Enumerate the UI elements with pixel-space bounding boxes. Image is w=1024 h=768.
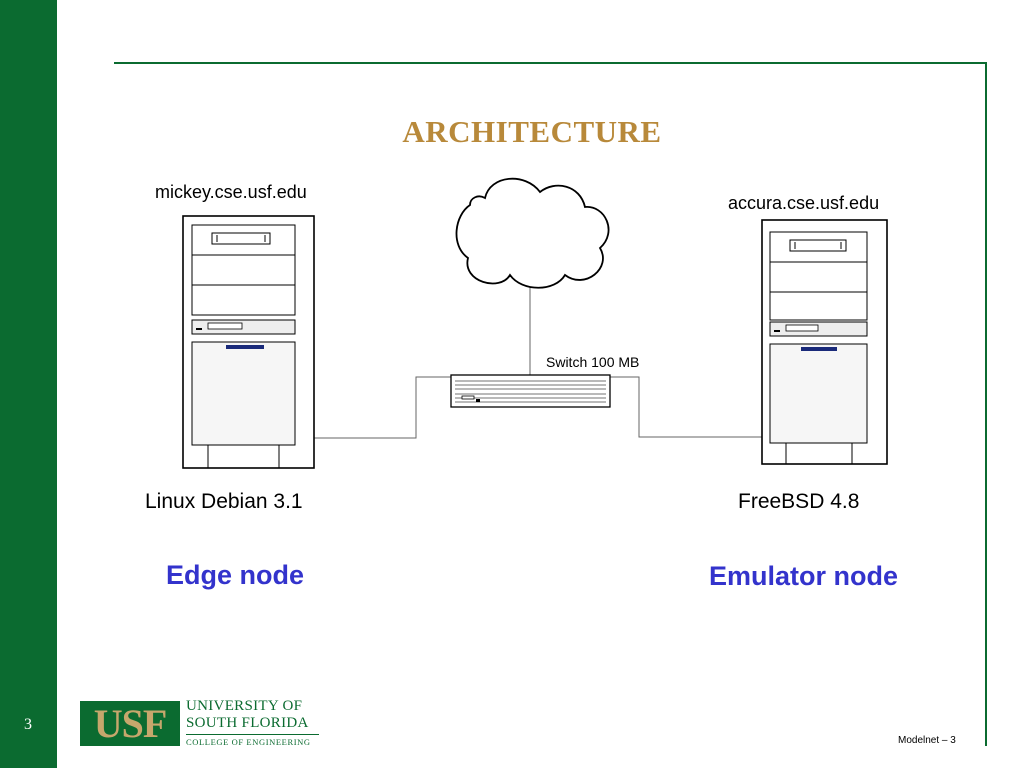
slide-footer: Modelnet – 3	[898, 735, 956, 746]
university-name-rule	[186, 734, 319, 735]
edge-hostname-label: mickey.cse.usf.edu	[155, 182, 307, 202]
network-switch-icon	[450, 374, 611, 408]
usf-logo: USF	[80, 701, 180, 746]
usf-logo-mark: USF	[93, 701, 168, 746]
frame-top-rule	[114, 62, 987, 64]
slide-number: 3	[24, 716, 32, 733]
university-name-line-1: UNIVERSITY OF	[186, 698, 303, 714]
switch-label: Switch 100 MB	[546, 354, 640, 370]
link-switch-to-emulator	[610, 376, 762, 438]
emulator-hostname-label: accura.cse.usf.edu	[728, 193, 880, 213]
edge-server-tower-icon	[182, 215, 315, 469]
emulator-server-tower-icon	[761, 219, 888, 465]
link-edge-to-switch	[314, 376, 452, 439]
edge-os-label: Linux Debian 3.1	[145, 490, 303, 513]
edge-role-label: Edge node	[166, 560, 305, 590]
frame-right-rule	[985, 62, 987, 746]
network-links	[314, 285, 762, 439]
network-cloud-icon	[455, 177, 610, 289]
emulator-os-label: FreeBSD 4.8	[738, 490, 860, 513]
university-name-line-2: SOUTH FLORIDA	[186, 715, 309, 731]
emulator-role-label: Emulator node	[709, 561, 899, 591]
slide-title: ARCHITECTURE	[402, 114, 662, 149]
left-green-band	[0, 0, 57, 768]
college-name: COLLEGE OF ENGINEERING	[186, 737, 311, 747]
